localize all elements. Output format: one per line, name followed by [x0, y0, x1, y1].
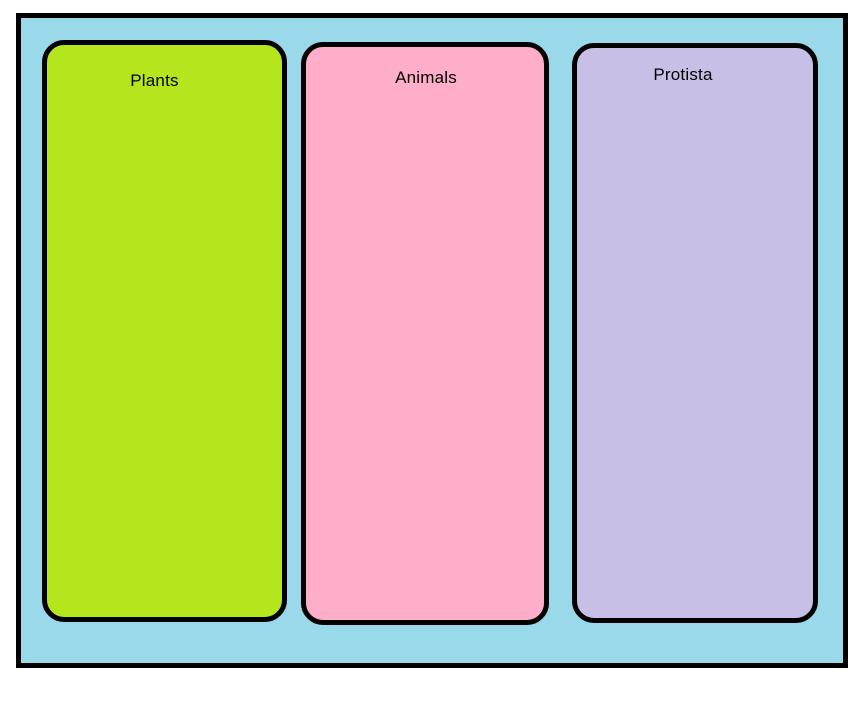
column-plants-label: Plants: [130, 71, 179, 90]
column-protista: Protista: [572, 43, 818, 623]
column-plants: Plants: [42, 40, 287, 622]
column-animals: Animals: [301, 42, 549, 625]
chart-board: Plants Animals Protista: [16, 13, 848, 668]
column-protista-label: Protista: [653, 65, 713, 84]
column-animals-label: Animals: [395, 68, 457, 87]
